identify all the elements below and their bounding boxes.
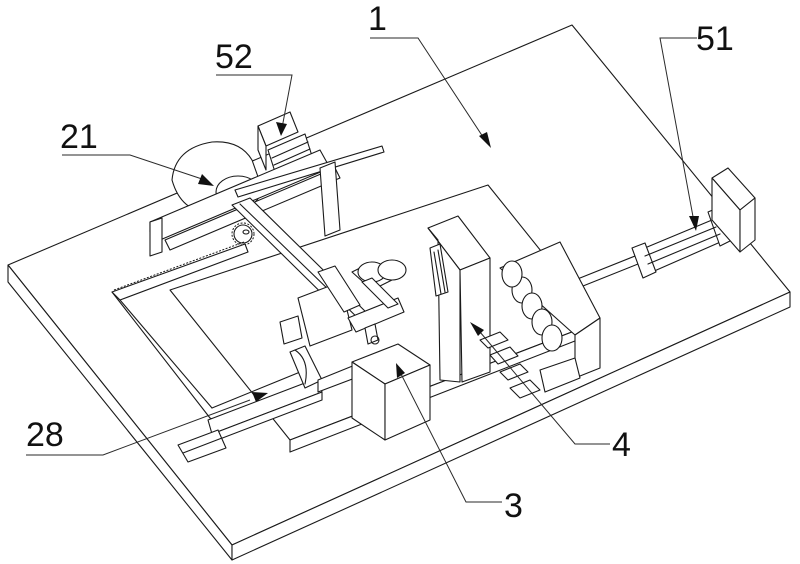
gear bbox=[231, 222, 255, 246]
pneumatic-cylinder bbox=[631, 167, 756, 279]
sliding-rail bbox=[177, 345, 356, 463]
callout-1: 1 bbox=[368, 0, 491, 148]
callout-28: 28 bbox=[26, 392, 268, 456]
callout-label-4: 4 bbox=[612, 426, 631, 464]
upper-cylinder-mount bbox=[257, 111, 313, 173]
roller-feed-assembly bbox=[427, 215, 601, 399]
callout-label-52: 52 bbox=[215, 38, 253, 76]
support-block bbox=[279, 315, 431, 441]
callout-4: 4 bbox=[470, 322, 631, 464]
callout-label-21: 21 bbox=[60, 118, 98, 156]
callout-21: 21 bbox=[60, 118, 214, 186]
lower-rack-frame bbox=[111, 241, 306, 423]
callout-label-1: 1 bbox=[368, 0, 387, 38]
callout-label-3: 3 bbox=[504, 487, 523, 525]
callout-3: 3 bbox=[396, 363, 523, 525]
callout-52: 52 bbox=[215, 38, 293, 136]
callout-label-28: 28 bbox=[26, 416, 64, 454]
callout-label-51: 51 bbox=[696, 20, 734, 58]
callout-51: 51 bbox=[659, 20, 734, 231]
clamp-mechanism bbox=[297, 259, 407, 347]
